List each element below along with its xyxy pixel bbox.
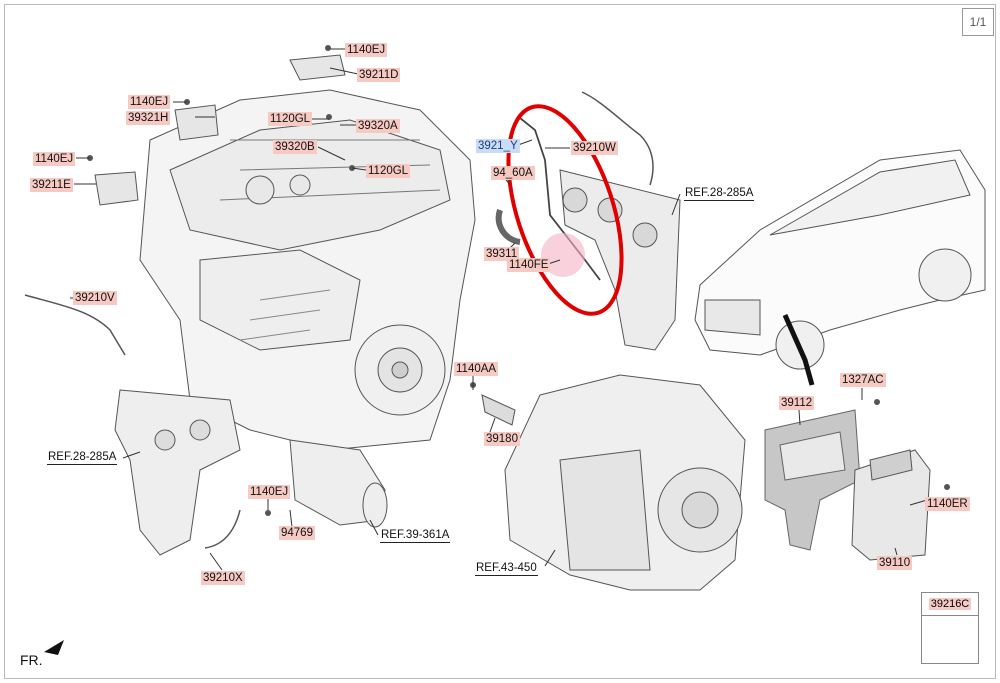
part-label-39210x[interactable]: 39210X <box>201 571 245 585</box>
bolt-icon <box>874 399 880 405</box>
o2-sensor-39210v-wire <box>24 294 126 356</box>
exhaust-manifold-left <box>114 389 241 556</box>
bracket-39211e <box>94 171 139 206</box>
part-label-39211e[interactable]: 39211E <box>30 178 73 192</box>
part-label-39216c[interactable]: 39216C <box>928 598 972 610</box>
location-arrow <box>782 313 815 386</box>
part-label-39112[interactable]: 39112 <box>779 396 815 410</box>
highlight-spot <box>541 233 585 277</box>
part-label-39110[interactable]: 39110 <box>877 556 913 570</box>
part-label-1140ej[interactable]: 1140EJ <box>128 95 171 109</box>
o2-sensor-39210x-wire <box>204 509 241 549</box>
part-label-1120gl[interactable]: 1120GL <box>366 164 411 178</box>
engine-assembly <box>139 89 476 451</box>
part-label-39210w[interactable]: 39210W <box>571 141 618 155</box>
transmission <box>504 374 746 591</box>
part-label-1140fe[interactable]: 1140FE <box>507 258 551 272</box>
ecu-bracket <box>764 409 861 551</box>
pipe-39311 <box>495 209 521 245</box>
highlight-circle <box>506 104 624 316</box>
part-label-39210y[interactable]: 3921_Y <box>476 139 520 153</box>
bracket-39321h <box>174 104 219 141</box>
inset-header: 39216C <box>922 593 978 616</box>
part-label-1140er[interactable]: 1140ER <box>925 497 970 511</box>
part-label-94769[interactable]: 94769 <box>279 526 315 540</box>
o2-sensor-39210y-wire <box>519 117 601 281</box>
vehicle-outline <box>694 149 986 370</box>
part-label-1120gl[interactable]: 1120GL <box>268 112 313 126</box>
starter-motor <box>289 439 388 528</box>
part-label-1327ac[interactable]: 1327AC <box>840 373 886 387</box>
part-label-39320b[interactable]: 39320B <box>273 140 317 154</box>
part-label-39180[interactable]: 39180 <box>484 432 520 446</box>
part-label-1140ej[interactable]: 1140EJ <box>248 485 291 499</box>
part-label-39211d[interactable]: 39211D <box>357 68 401 82</box>
bracket-39211d <box>289 54 346 81</box>
bolt-icon <box>265 510 271 516</box>
sensor-39180 <box>481 394 516 426</box>
direction-label: FR. <box>20 652 43 668</box>
part-label-39321h[interactable]: 39321H <box>126 111 171 125</box>
ref-callout-28-285a[interactable]: REF.28-285A <box>47 451 118 465</box>
part-label-39311[interactable]: 39311 <box>484 247 520 261</box>
part-label-1140ej[interactable]: 1140EJ <box>33 152 76 166</box>
bolt-icon <box>325 45 331 51</box>
page-indicator: 1/1 <box>962 8 994 36</box>
part-label-1140aa[interactable]: 1140AA <box>454 362 499 376</box>
part-label-1140ej[interactable]: 1140EJ <box>345 43 388 57</box>
ref-callout-43-450[interactable]: REF.43-450 <box>475 562 538 576</box>
ref-callout-28-285a[interactable]: REF.28-285A <box>684 187 755 201</box>
part-label-39320a[interactable]: 39320A <box>356 119 400 133</box>
ecu-module <box>851 449 931 561</box>
o2-sensor-39210w-wire <box>581 91 654 186</box>
ref-callout-39-361a[interactable]: REF.39-361A <box>380 529 451 543</box>
part-label-39210v[interactable]: 39210V <box>73 291 117 305</box>
bolt-icon <box>944 484 950 490</box>
inset-part-box: 39216C <box>921 592 979 664</box>
direction-arrow-icon <box>44 640 64 655</box>
part-label-94760a[interactable]: 94_60A <box>491 166 535 180</box>
